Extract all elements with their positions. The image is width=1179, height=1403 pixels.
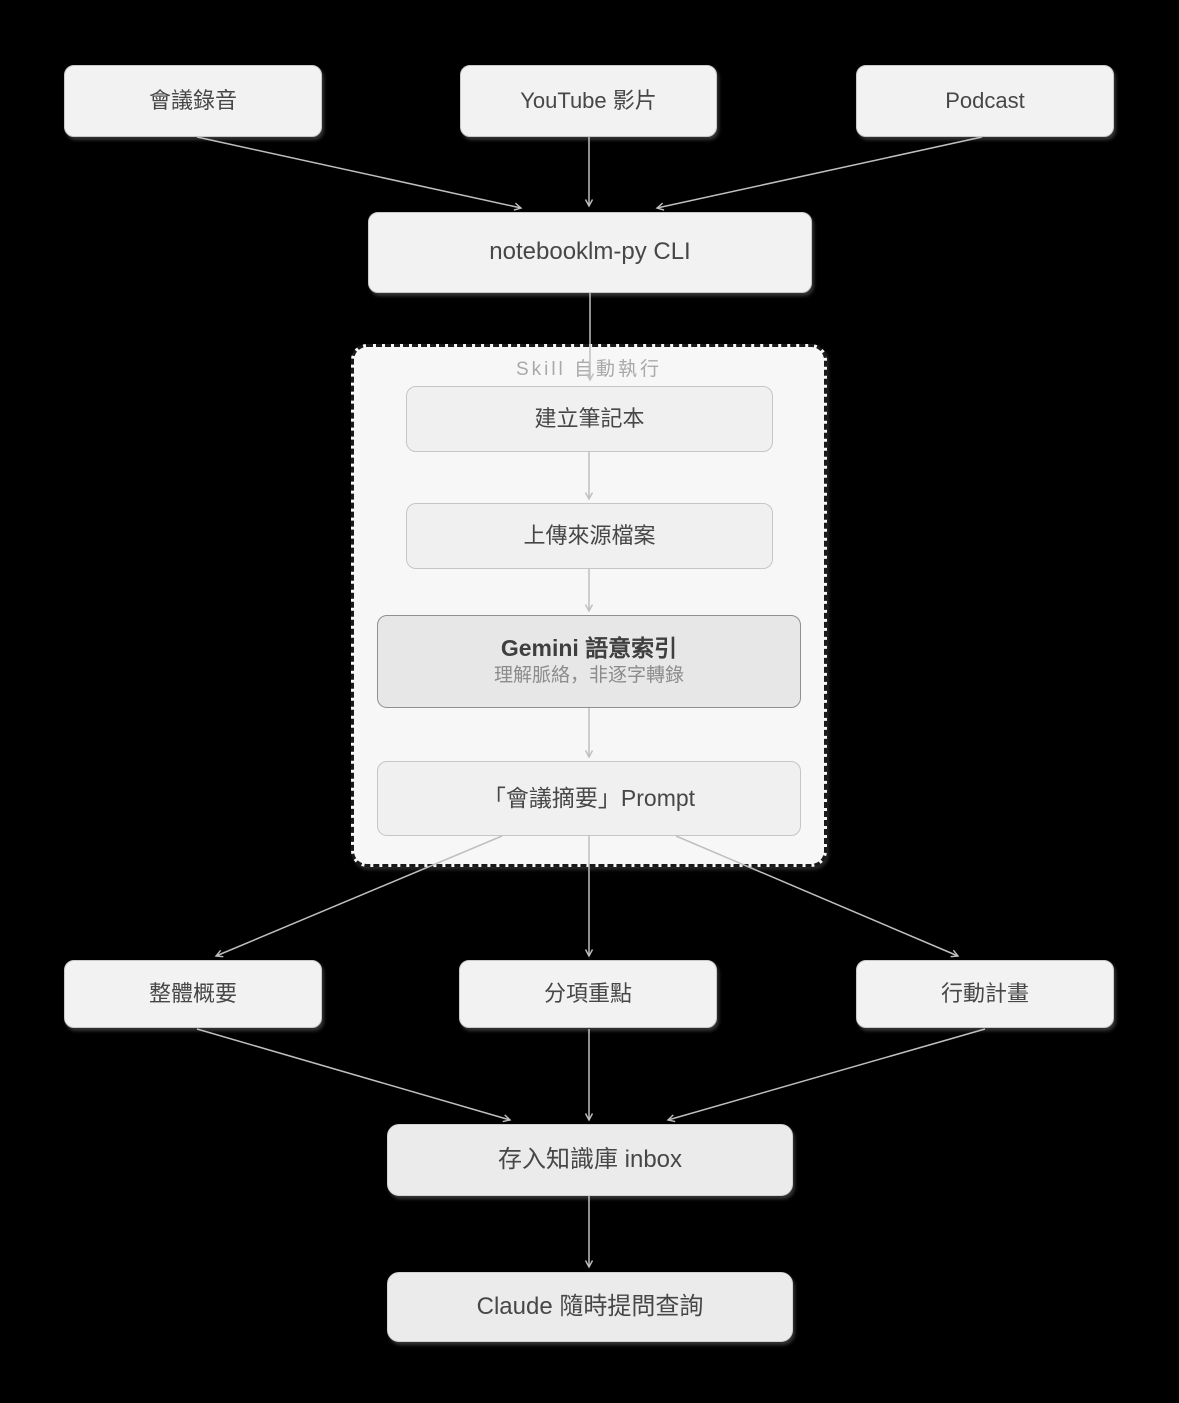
node-claude-query-label: Claude 隨時提問查詢: [476, 1292, 704, 1320]
node-upload-sources-label: 上傳來源檔案: [523, 522, 656, 548]
node-meeting-summary-prompt: 「會議摘要」Prompt: [377, 761, 801, 836]
edge-overview-to-inbox: [196, 1028, 512, 1123]
node-claude-query: Claude 隨時提問查詢: [387, 1272, 793, 1342]
node-podcast-label: Podcast: [945, 87, 1025, 113]
node-meeting-recording-label: 會議錄音: [148, 87, 237, 113]
edge-actionplan-to-inbox: [666, 1028, 986, 1123]
node-youtube-video: YouTube 影片: [460, 65, 717, 137]
node-overall-summary-label: 整體概要: [148, 980, 237, 1006]
edge-meeting-to-cli: [196, 136, 523, 211]
node-podcast: Podcast: [856, 65, 1114, 137]
node-gemini-subtitle: 理解脈絡，非逐字轉錄: [493, 665, 684, 687]
node-knowledge-inbox: 存入知識庫 inbox: [387, 1124, 793, 1196]
node-key-points: 分項重點: [459, 960, 717, 1028]
node-meeting-summary-prompt-label: 「會議摘要」Prompt: [482, 784, 696, 811]
edge-podcast-to-cli: [655, 136, 983, 211]
node-action-plan-label: 行動計畫: [940, 980, 1029, 1006]
node-cli-label: notebooklm-py CLI: [489, 238, 691, 266]
node-upload-sources: 上傳來源檔案: [406, 503, 773, 569]
node-knowledge-inbox-label: 存入知識庫 inbox: [497, 1145, 683, 1173]
node-action-plan: 行動計畫: [856, 960, 1114, 1028]
node-key-points-label: 分項重點: [543, 980, 632, 1006]
node-meeting-recording: 會議錄音: [64, 65, 322, 137]
skill-group-label: Skill 自動執行: [515, 359, 663, 380]
node-create-notebook: 建立筆記本: [406, 386, 773, 452]
node-gemini-semantic-index: Gemini 語意索引 理解脈絡，非逐字轉錄: [377, 615, 801, 708]
node-gemini-title: Gemini 語意索引: [500, 634, 678, 661]
node-cli: notebooklm-py CLI: [368, 212, 812, 293]
node-overall-summary: 整體概要: [64, 960, 322, 1028]
node-create-notebook-label: 建立筆記本: [534, 405, 645, 431]
node-youtube-video-label: YouTube 影片: [520, 87, 657, 113]
